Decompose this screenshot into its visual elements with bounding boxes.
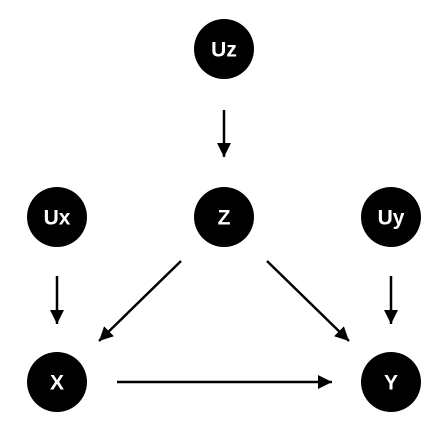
node-z-circle: [194, 187, 254, 247]
node-ux: Ux: [27, 187, 87, 247]
node-z-label: Z: [218, 207, 231, 230]
edge-z-x: [98, 260, 182, 342]
node-uy-label: Uy: [378, 207, 405, 230]
node-uy-circle: [361, 187, 421, 247]
edge-z-y: [266, 260, 350, 342]
node-uz-label: Uz: [211, 39, 237, 62]
node-x-circle: [27, 352, 87, 412]
node-y-circle: [361, 352, 421, 412]
node-ux-circle: [27, 187, 87, 247]
node-uz-circle: [194, 19, 254, 79]
edges: [50, 110, 398, 389]
node-x: X: [27, 352, 87, 412]
node-x-label: X: [50, 372, 64, 395]
node-z: Z: [194, 187, 254, 247]
node-y: Y: [361, 352, 421, 412]
node-ux-label: Ux: [44, 207, 71, 230]
node-uz: Uz: [194, 19, 254, 79]
node-uy: Uy: [361, 187, 421, 247]
node-y-label: Y: [384, 372, 398, 395]
